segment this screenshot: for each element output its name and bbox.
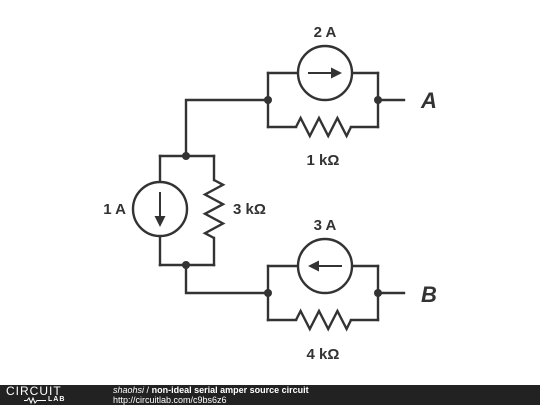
terminal-b-label: B xyxy=(421,282,437,307)
circuitlab-logo-suffix: LAB xyxy=(48,396,66,403)
circuit-title: non-ideal serial amper source circuit xyxy=(151,385,309,395)
junction-node xyxy=(374,289,382,297)
junction-nodes xyxy=(182,96,382,297)
arrowhead-right-icon xyxy=(331,67,342,79)
junction-node xyxy=(374,96,382,104)
wire-bottom-left xyxy=(184,263,270,295)
author-link[interactable]: shaohsi xyxy=(113,385,145,395)
wires xyxy=(158,71,406,322)
resistor-3k: 3 kΩ xyxy=(202,178,266,240)
credit-separator: / xyxy=(146,385,150,395)
source-value-label: 3 A xyxy=(314,217,337,234)
resistor-value-label: 4 kΩ xyxy=(307,346,340,363)
circuit-diagram: 2 A 1 kΩ 1 A 3 kΩ 3 A 4 kΩ xyxy=(103,24,437,363)
source-value-label: 1 A xyxy=(103,201,126,218)
resistor-value-label: 1 kΩ xyxy=(307,152,340,169)
circuit-url-link[interactable]: http://circuitlab.com/c9bs6z6 xyxy=(113,395,227,405)
resistor-value-label: 3 kΩ xyxy=(233,201,266,218)
current-source-2a: 2 A xyxy=(296,24,354,102)
resistor-zigzag-icon xyxy=(294,308,353,332)
current-source-1a: 1 A xyxy=(103,180,189,238)
junction-node xyxy=(182,152,190,160)
junction-node xyxy=(264,289,272,297)
credit-line: shaohsi / non-ideal serial amper source … xyxy=(113,385,309,395)
resistor-logo-icon xyxy=(24,397,46,404)
footer-bar: CIRCUIT LAB shaohsi / non-ideal serial a… xyxy=(0,385,540,405)
current-source-3a: 3 A xyxy=(296,217,354,295)
junction-node xyxy=(182,261,190,269)
arrowhead-left-icon xyxy=(308,260,319,272)
resistor-zigzag-icon xyxy=(294,115,353,139)
resistor-zigzag-icon xyxy=(202,178,226,240)
arrowhead-down-icon xyxy=(154,216,166,227)
resistor-4k: 4 kΩ xyxy=(294,308,353,363)
terminal-a-label: A xyxy=(420,88,437,113)
source-value-label: 2 A xyxy=(314,24,337,41)
wire-top-left xyxy=(184,98,270,158)
circuitlab-logo[interactable]: CIRCUIT xyxy=(6,384,62,398)
junction-node xyxy=(264,96,272,104)
resistor-1k: 1 kΩ xyxy=(294,115,353,169)
